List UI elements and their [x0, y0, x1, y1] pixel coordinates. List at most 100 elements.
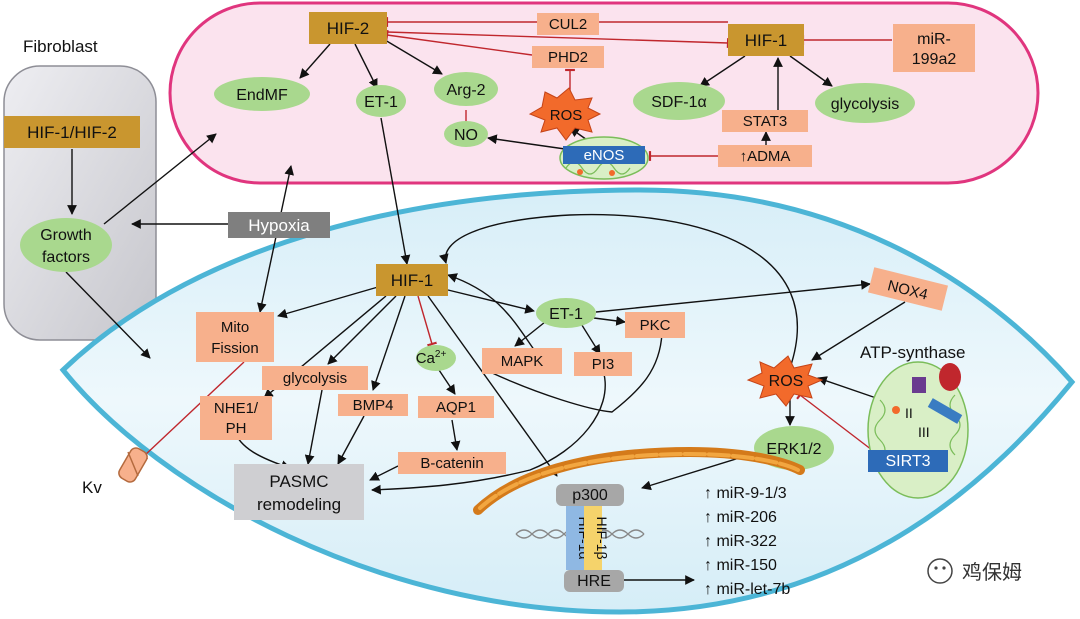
node-phd2: PHD2: [532, 46, 604, 68]
fibroblast-label: Fibroblast: [23, 37, 98, 56]
node-no: NO: [444, 121, 488, 147]
svg-text:SIRT3: SIRT3: [885, 453, 930, 470]
node-endmf: EndMF: [214, 77, 310, 111]
node-glycolysis-endo: glycolysis: [815, 83, 915, 123]
svg-text:EndMF: EndMF: [236, 87, 288, 104]
svg-text:Fission: Fission: [211, 340, 259, 357]
svg-text:Ca2+: Ca2+: [416, 349, 447, 367]
node-mito-fission: Mito Fission: [196, 312, 274, 362]
svg-text:ERK1/2: ERK1/2: [766, 441, 821, 458]
svg-text:III: III: [918, 424, 930, 440]
node-nhe1-ph: NHE1/ PH: [200, 396, 272, 440]
svg-text:ET-1: ET-1: [364, 94, 398, 111]
node-sdf1a: SDF-1α: [633, 82, 725, 120]
node-et1-endo: ET-1: [356, 85, 406, 117]
svg-text:Hypoxia: Hypoxia: [248, 216, 310, 235]
svg-text:PH: PH: [226, 420, 247, 437]
node-ros-endo: ROS: [528, 87, 602, 141]
svg-text:p300: p300: [572, 487, 608, 504]
mirna-item: ↑ miR-let-7b: [704, 581, 790, 598]
svg-text:HIF-1: HIF-1: [745, 31, 788, 50]
svg-text:NO: NO: [454, 127, 478, 144]
node-adma: ↑ADMA: [718, 145, 812, 167]
svg-text:ET-1: ET-1: [549, 306, 583, 323]
svg-text:PHD2: PHD2: [548, 49, 588, 66]
edge-hif2-inhibits-hif1: [386, 31, 730, 48]
node-pkc: PKC: [625, 312, 685, 338]
svg-text:glycolysis: glycolysis: [283, 370, 347, 387]
atp-synthase-label: ATP-synthase: [860, 343, 966, 362]
svg-text:eNOS: eNOS: [584, 147, 625, 164]
svg-text:PASMC: PASMC: [269, 472, 328, 491]
node-hif1-endo: HIF-1: [728, 24, 804, 56]
svg-text:HIF-1/HIF-2: HIF-1/HIF-2: [27, 123, 117, 142]
svg-text:HIF-1β: HIF-1β: [594, 516, 610, 559]
node-hre: HRE: [564, 570, 624, 592]
node-hif2-endo: HIF-2: [309, 12, 387, 44]
svg-text:ROS: ROS: [550, 107, 583, 124]
svg-text:miR-: miR-: [917, 31, 951, 48]
node-growth-factors: Growth factors: [20, 218, 112, 272]
node-pi3: PI3: [574, 352, 632, 376]
edge-sirt3-inhibits-ros: [796, 390, 873, 451]
svg-text:glycolysis: glycolysis: [831, 96, 899, 113]
svg-text:Arg-2: Arg-2: [446, 82, 485, 99]
mirna-item: ↑ miR-9-1/3: [704, 485, 787, 502]
svg-text:STAT3: STAT3: [743, 113, 787, 130]
node-mapk: MAPK: [482, 348, 562, 374]
svg-text:HIF-2: HIF-2: [327, 19, 370, 38]
node-glycolysis-smc: glycolysis: [262, 366, 368, 390]
node-sirt3: [868, 450, 948, 472]
svg-text:鸡保姆: 鸡保姆: [962, 561, 1022, 584]
mitochondrion-endo: eNOS: [559, 136, 649, 180]
mirna-item: ↑ miR-206: [704, 509, 777, 526]
svg-text:II: II: [905, 405, 913, 421]
node-mir199a2: miR- 199a2: [893, 24, 975, 72]
svg-text:CUL2: CUL2: [549, 16, 587, 33]
node-pasmc-remodeling: PASMC remodeling: [234, 464, 364, 520]
edge-hif1-inhibits-ca: [417, 295, 438, 347]
svg-text:NHE1/: NHE1/: [214, 400, 259, 417]
mitochondrion-smc: II III SIRT3: [867, 361, 969, 499]
svg-text:↑ADMA: ↑ADMA: [740, 148, 791, 165]
node-et1-smc: ET-1: [536, 298, 596, 328]
node-enos: [563, 146, 645, 164]
svg-text:HIF-1: HIF-1: [391, 271, 434, 290]
svg-text:MAPK: MAPK: [501, 353, 544, 370]
atp-synthase-complex: [939, 363, 961, 391]
node-p300: p300: [556, 484, 624, 506]
fibroblast-cell: [3, 65, 157, 341]
svg-text:Growth: Growth: [40, 227, 92, 244]
svg-text:Mito: Mito: [221, 319, 249, 336]
node-hif1-smc: HIF-1: [376, 264, 448, 296]
svg-text:HRE: HRE: [577, 573, 611, 590]
endothelial-cell: [168, 1, 1040, 185]
edge-mito-inhibits-kv: [139, 361, 245, 461]
node-aqp1: AQP1: [418, 396, 494, 418]
node-ros-smc: ROS: [746, 355, 824, 407]
node-cul2: CUL2: [537, 13, 599, 35]
mirna-list: ↑ miR-9-1/3↑ miR-206↑ miR-322↑ miR-150↑ …: [704, 485, 790, 598]
kv-channel: [118, 447, 148, 483]
svg-text:factors: factors: [42, 249, 90, 266]
svg-text:PI3: PI3: [592, 356, 615, 373]
svg-text:SDF-1α: SDF-1α: [651, 94, 706, 111]
svg-text:BMP4: BMP4: [353, 397, 394, 414]
kv-label: Kv: [82, 478, 102, 497]
watermark: 鸡保姆: [927, 558, 1022, 584]
svg-text:B-catenin: B-catenin: [420, 455, 483, 472]
node-hif1-beta: HIF-1β: [584, 506, 610, 570]
node-ca2: Ca2+: [416, 345, 456, 371]
svg-text:ROS: ROS: [769, 373, 804, 390]
svg-text:PKC: PKC: [640, 317, 671, 334]
node-bmp4: BMP4: [338, 394, 408, 416]
edge-phd2-inhibits-hif2: [385, 29, 533, 56]
node-arg2: Arg-2: [434, 72, 498, 106]
svg-text:AQP1: AQP1: [436, 399, 476, 416]
node-hif1-hif2-fibroblast: HIF-1/HIF-2: [4, 116, 140, 148]
node-stat3: STAT3: [722, 110, 808, 132]
node-b-catenin: B-catenin: [398, 452, 506, 474]
node-hypoxia: Hypoxia: [228, 212, 330, 238]
mirna-item: ↑ miR-150: [704, 557, 777, 574]
